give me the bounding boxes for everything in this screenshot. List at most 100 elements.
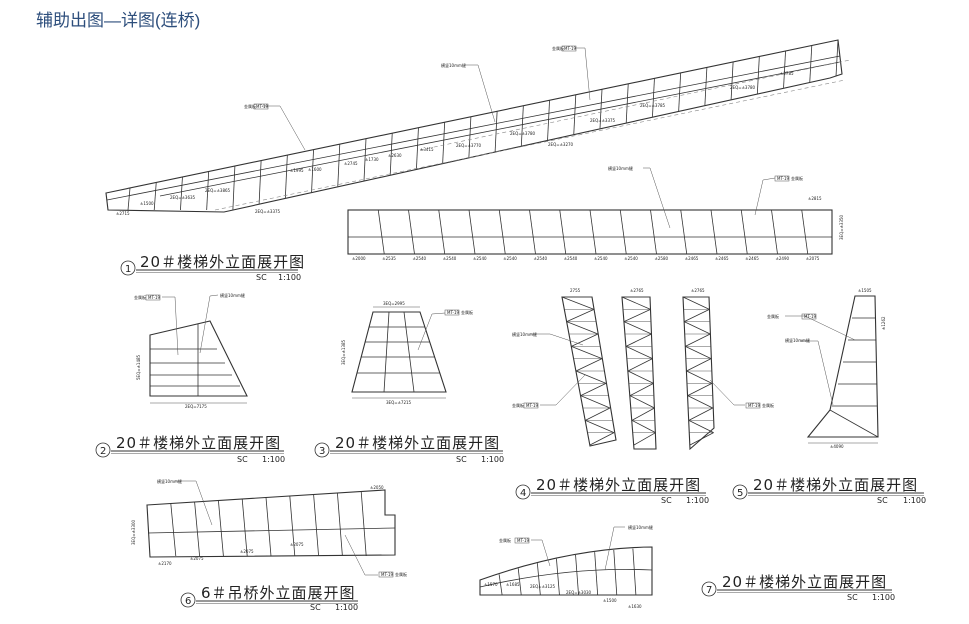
caption-7-number: 7: [706, 585, 712, 596]
v1-dim-7: ±2745: [344, 161, 358, 166]
caption-5-scale: 1:100: [903, 496, 926, 505]
view-6-panel-joint: [265, 497, 272, 557]
v6-tag-code: MT-19: [381, 572, 394, 577]
v2-tag-box: [145, 294, 161, 301]
v2-dim-1: 5EQ=±1485: [136, 354, 141, 380]
view-1-panel-joint: [337, 144, 341, 187]
v7-tag-code: MT-19: [517, 538, 530, 543]
view-7-panel-joint: [498, 574, 503, 596]
v2-material-label: 金属板: [134, 294, 146, 300]
v1-dim-10: ±3415: [420, 147, 434, 152]
view-1b-dimension: ±2540: [624, 256, 638, 261]
view-1b-dimension: ±2465: [715, 256, 729, 261]
view-1-panel-joint: [678, 72, 682, 112]
v6-dim-0: ±2050: [370, 485, 384, 490]
caption-2: 2 20＃楼梯外立面展开图 SC 1:100: [95, 434, 285, 464]
v4-dim-0: 2755: [570, 288, 581, 293]
view-1-panel-joint: [258, 160, 262, 204]
v6-material-label: 金属板: [395, 571, 407, 577]
v7-rail: [479, 568, 653, 588]
view-4-brace: [571, 345, 603, 360]
v4-tag-code-2: MT-19: [748, 403, 761, 408]
view-4-brace: [627, 358, 653, 372]
caption-5-badge: [732, 484, 748, 500]
caption-1-title: 20＃楼梯外立面展开图: [140, 253, 305, 271]
page-title: 辅助出图—详图(连桥): [36, 11, 201, 30]
view-4-brace: [621, 296, 651, 310]
view-6-panel-joint: [360, 491, 367, 557]
view-1-panel-joint: [206, 171, 210, 211]
view-1-tag-box-2: [561, 45, 577, 52]
v7-dim-5: ±1630: [628, 604, 642, 609]
view-4-brace: [623, 321, 652, 335]
v4-dim-2: ±2765: [691, 288, 705, 293]
view-4-brace: [685, 333, 711, 347]
view-1-panel-joint: [835, 39, 839, 77]
view-4-brace: [688, 419, 714, 434]
view-1-leader-1: [262, 105, 306, 151]
view-7-panel-joint: [556, 558, 560, 596]
view-4-elevation: 横竖10mm缝 金属板 MT-19 MT-19 金属板 2755 ±2765 ±…: [512, 288, 774, 451]
v4-material-label: 金属板: [512, 402, 524, 408]
v5-tag-code: MT-19: [804, 314, 817, 319]
v1-dim-15: 2EQ=±3785: [640, 103, 666, 108]
view-4-strip-a: [561, 296, 617, 447]
view-1b-gap-note: 横竖10mm缝: [608, 165, 633, 171]
v3-col-1: [383, 311, 390, 393]
view-7-panel-joint: [517, 568, 522, 596]
view-1-panel-joint: [153, 182, 157, 211]
view-4-brace: [631, 407, 655, 421]
caption-4-badge: [515, 484, 531, 500]
v5-dim-1: ±4090: [830, 444, 844, 449]
caption-1-sc: SC: [256, 273, 267, 282]
v3-dim-2: 3EQ=±1385: [341, 339, 346, 365]
caption-4-sc: SC: [661, 496, 672, 505]
v6-tag-box: [378, 571, 394, 578]
caption-7-scale: 1:100: [872, 593, 895, 602]
v4-dim-1: ±2765: [630, 288, 644, 293]
view-1-panel-joint: [311, 149, 314, 193]
view-4-brace: [580, 395, 611, 409]
view-1b-panel-joint: [710, 209, 718, 255]
v5-gap-note: 横竖10mm缝: [785, 337, 810, 343]
view-1-rail: [106, 55, 841, 201]
caption-5: 5 20＃楼梯外立面展开图 SC 1:100: [732, 476, 926, 505]
view-1-panel-joint: [520, 105, 524, 146]
view-3-elevation: MT-19 金属板 3EQ=2995 3EQ=±7215 3EQ=±1385: [341, 301, 473, 405]
v3-dim-0: 3EQ=2995: [383, 301, 405, 306]
v6-leader-1: [175, 480, 213, 526]
v1-dim-4: 2EQ=±3375: [255, 209, 281, 214]
v3-col-2: [403, 311, 415, 393]
v7-gap-note: 横竖10mm缝: [628, 524, 653, 530]
v6-dim-3: ±2075: [240, 549, 254, 554]
view-4-brace: [627, 370, 654, 384]
view-4-brace: [687, 382, 713, 397]
view-1b-dimension: ±2580: [655, 256, 669, 261]
v6-dim-1: ±2170: [158, 561, 172, 566]
view-1b-panel-joint: [680, 209, 688, 255]
view-1b-grid: [377, 209, 809, 255]
view-1b-dimension: ±2540: [473, 256, 487, 261]
view-1b-dimension: ±2540: [564, 256, 578, 261]
view-4-bracing: [561, 296, 714, 446]
view-4-brace: [571, 333, 599, 347]
view-6-panel-joint: [241, 498, 248, 557]
v6-dim-2: ±2075: [190, 556, 204, 561]
v7-leader-2: [604, 526, 625, 571]
caption-6-badge: [180, 592, 196, 608]
view-4-brace: [688, 407, 713, 421]
view-4-brace: [686, 358, 712, 372]
view-4-brace: [623, 308, 651, 323]
view-1b-panel-joint: [619, 209, 627, 255]
view-6-panel-joint: [313, 494, 319, 557]
view-4-brace: [683, 321, 711, 335]
v1-dim-11: 2EQ=±3770: [456, 143, 482, 148]
view-4-brace: [561, 296, 595, 310]
view-1-panel-joint: [442, 122, 446, 164]
v1-dim-13: 2EQ=±3270: [548, 142, 574, 147]
v3-leader: [417, 312, 446, 351]
caption-7: 7 20＃楼梯外立面展开图 SC 1:100: [701, 573, 895, 602]
view-7-panel-joint: [575, 554, 579, 596]
v5-leader-1: [800, 340, 834, 406]
view-1-panel-joint: [416, 127, 419, 170]
